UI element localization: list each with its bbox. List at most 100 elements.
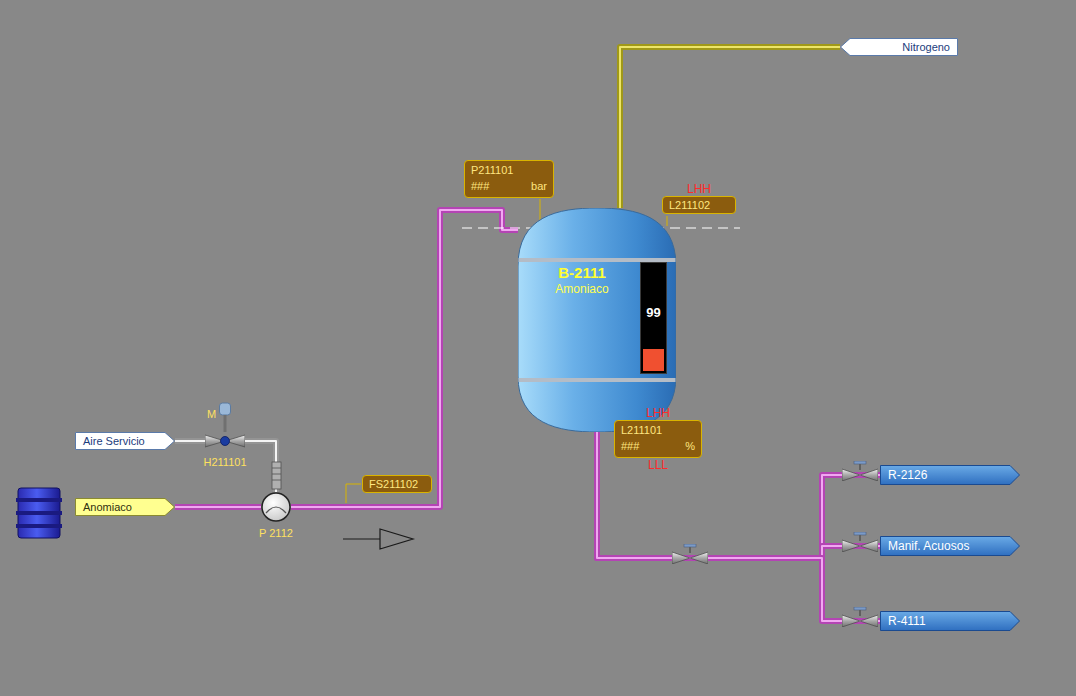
flow-tag: Manif. Acuosos [880,536,1020,556]
valve-hub [221,437,230,446]
pipe-highlight [620,47,840,208]
tank-seam [519,378,676,382]
actuator-head [220,403,231,415]
equipment-service: Amoniaco [555,282,608,296]
tag-label: R-4111 [880,611,942,631]
level-value: 99 [646,305,660,320]
instrument-row: P211101 [471,162,547,178]
instrument-box: P211101### bar [464,160,554,198]
coupling-body [272,462,281,489]
coupling-ring [272,474,281,475]
tag-outline [76,499,175,516]
tag-label: R-2126 [880,465,943,485]
level-fill [643,349,664,371]
tag-value: P211101 [471,162,513,178]
instrument-row: FS211102 [369,477,425,491]
drum-band [16,524,62,528]
instrument-tag: P211101### bar [464,160,554,198]
vessel: B-2111Amoniaco 99 [518,208,676,432]
flow-arrow [343,529,413,549]
drum-icon [16,488,62,538]
instrument-box: L211102 [662,196,736,214]
alarm-limit: LHH [687,182,711,196]
instrument-tag: FS211102 [362,475,432,493]
pipe-connector [175,441,205,442]
flow-tag: R-4111 [880,611,1020,631]
tag-outline [881,612,1020,631]
tag-value: bar [531,178,547,194]
tag-value: L211101 [621,422,662,438]
flow-arrow-shaft [343,538,380,539]
pipe-connector [597,432,880,621]
pump-casing [262,493,290,521]
tag-outline [881,466,1020,485]
tag-label: Manif. Acuosos [880,536,985,556]
instrument-row: ###% [621,438,695,454]
instrument-row: ### bar [471,178,547,194]
tag-value: FS211102 [369,477,418,491]
alarm-limit: LHH [646,406,670,420]
valve-actuator [218,402,232,432]
tag-value: L211102 [669,198,710,212]
drum-band [16,498,62,502]
instrument-box: L211101###% [614,420,702,458]
pipe-highlight [597,432,880,621]
motor-valve: M H211101 [195,402,255,466]
pump: P 2112 [251,492,301,538]
instrument-tag: LHH L211102 [662,182,736,214]
flow-tag: Aire Servicio [75,432,175,450]
mode-letter: M [207,408,216,420]
instrument-row: L211101 [621,422,695,438]
tag-value: % [685,438,695,454]
level-value-holder: 99 [641,303,666,321]
tag-label: Nitrogeno [884,38,958,56]
alarm-limit: LLL [648,458,668,472]
pump-impeller [266,507,286,513]
pipe-connector [245,441,276,492]
pipe-wall [291,210,518,507]
pump-coupling [272,462,281,489]
drum-band [16,511,62,515]
tag-label: Anomiaco [75,498,148,516]
mode-holder: M [207,404,216,422]
manual-valve [842,607,878,627]
pipe-highlight [175,440,205,442]
tag-value: ### [471,178,489,194]
pipe-connector [620,47,840,208]
instrument-row: L211102 [669,198,729,212]
tag-outline [841,39,958,56]
tag-label: Aire Servicio [75,432,161,450]
pipe-wall [620,47,840,208]
equipment-tag: H211101 [203,456,246,468]
flow-tag: R-2126 [880,465,1020,485]
level-bar: 99 [640,262,667,374]
instrument-tag: LHHL211101###%LLL [614,406,702,472]
tag-value: ### [621,438,639,454]
valve-symbol [205,432,245,450]
instrument-box: FS211102 [362,475,432,493]
pipe-connector [175,507,261,508]
pipe-highlight [245,441,276,492]
coupling-ring [272,468,281,469]
flow-tag: Anomiaco [75,498,175,516]
manual-valve [842,461,878,481]
pipe-highlight [175,506,261,508]
pipe-wall [597,432,880,621]
actuator-stem [224,415,227,432]
equipment-tag: P 2112 [259,527,293,539]
pipe-wall [245,441,276,492]
flow-arrow-head [380,529,413,549]
pump-symbol [261,492,291,522]
coupling-ring [272,480,281,481]
tank-label-holder: B-2111Amoniaco [526,264,638,296]
tag-outline [881,537,1020,556]
pipe-connector [291,210,518,507]
pipe-wall [175,438,205,444]
leader-line [667,216,668,226]
manual-valve [672,544,708,564]
flow-tag: Nitrogeno [840,38,958,56]
tag-outline [76,433,175,450]
manual-valve [842,532,878,552]
leader-line [346,484,361,503]
